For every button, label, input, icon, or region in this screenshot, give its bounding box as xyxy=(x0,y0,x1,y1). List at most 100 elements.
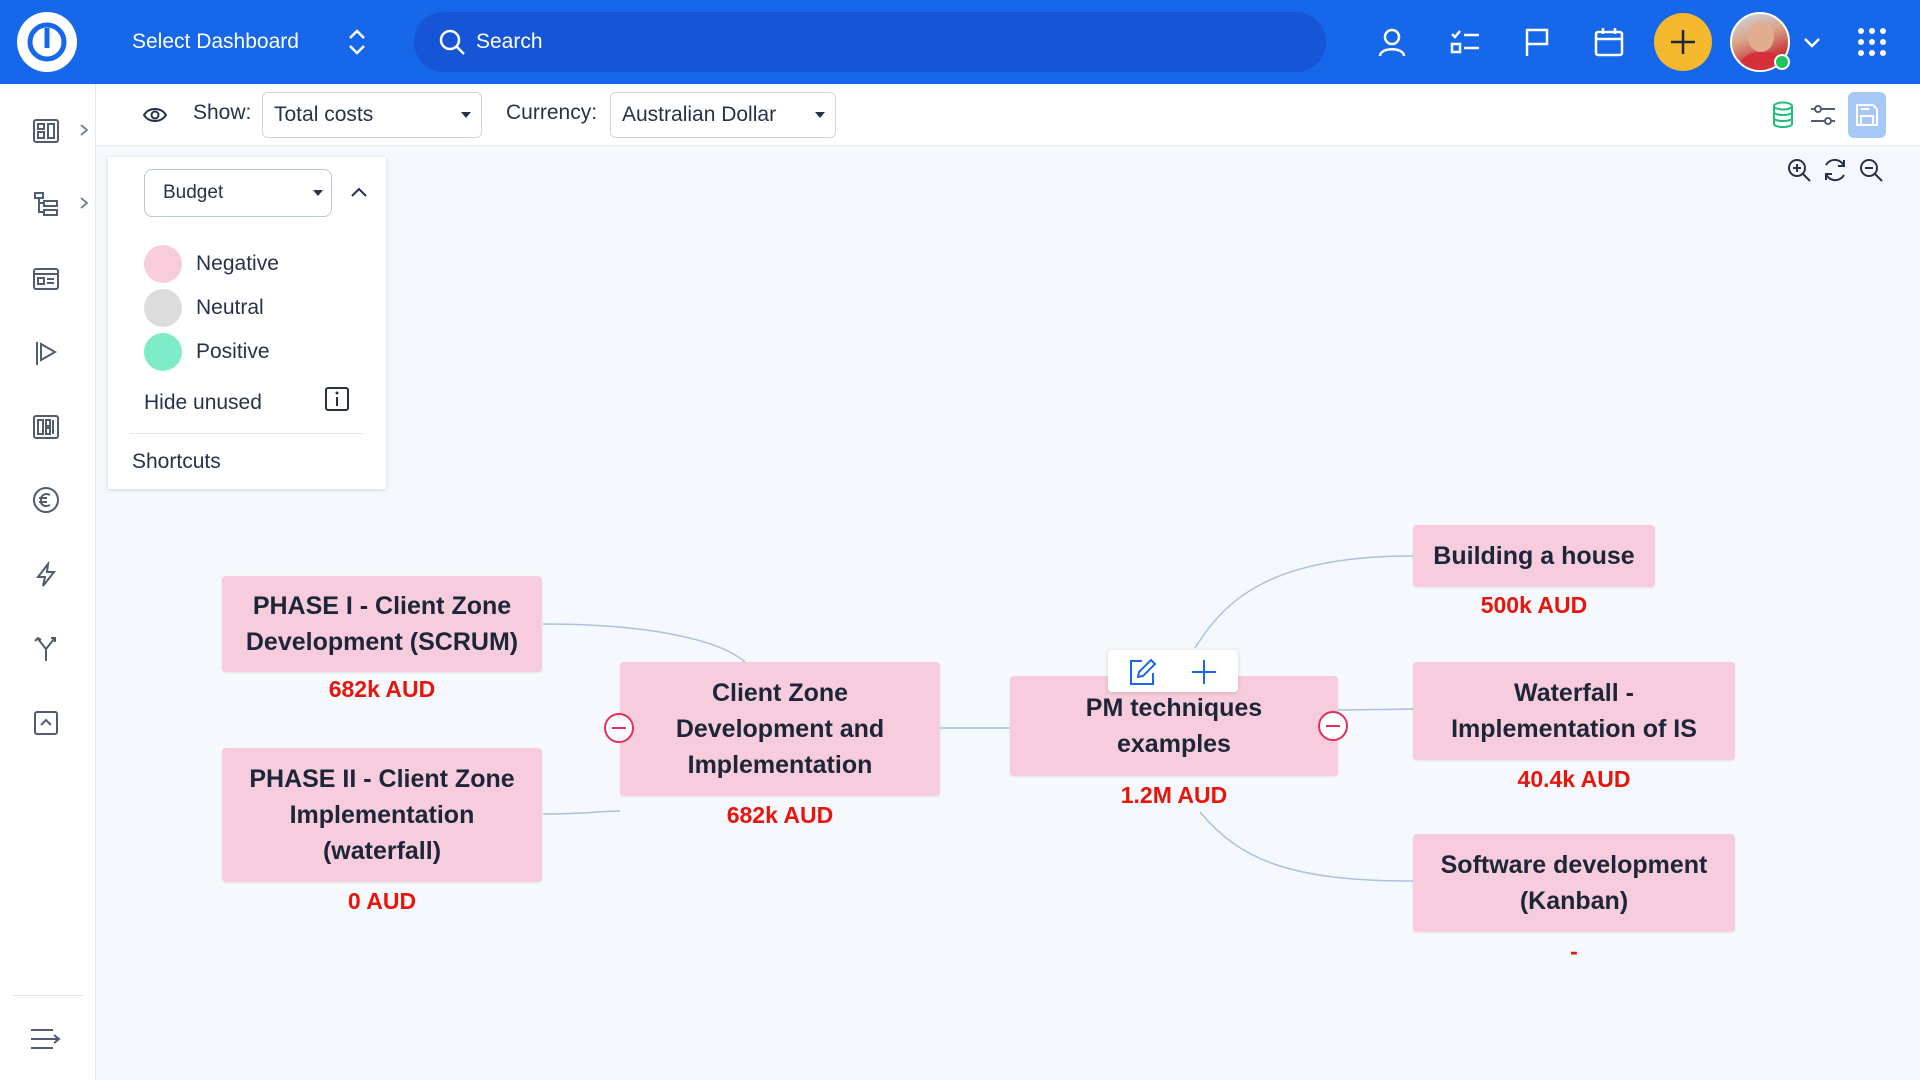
logo-icon xyxy=(27,22,67,62)
chevron-up-icon[interactable] xyxy=(348,181,370,203)
node-waterfall[interactable]: Waterfall - Implementation of IS xyxy=(1413,662,1735,760)
legend-mode-value: Budget xyxy=(163,182,224,203)
caret-down-icon xyxy=(313,190,323,196)
link-software xyxy=(1199,811,1414,882)
eye-icon[interactable] xyxy=(142,102,168,128)
node-root-line2: examples xyxy=(1117,730,1231,758)
top-bar: Select Dashboard Search xyxy=(0,0,1920,84)
save-icon xyxy=(1856,104,1878,126)
node-waterfall-value: 40.4k AUD xyxy=(1517,766,1631,792)
app-logo[interactable] xyxy=(17,12,77,72)
chevron-right-icon[interactable] xyxy=(78,122,90,138)
save-button[interactable] xyxy=(1848,92,1886,138)
collapse-left-branch-button[interactable] xyxy=(604,713,634,743)
node-client-zone-line3: Implementation xyxy=(687,751,873,779)
legend-dot-negative xyxy=(144,245,182,283)
node-phase2[interactable]: PHASE II - Client Zone Implementation (w… xyxy=(222,748,542,882)
zoom-in-icon[interactable] xyxy=(1785,156,1813,184)
report-icon xyxy=(33,415,59,439)
show-select[interactable]: Total costs xyxy=(262,92,482,138)
online-status-badge xyxy=(1774,54,1790,70)
edit-icon[interactable] xyxy=(1126,656,1158,688)
legend-panel: Budget Negative Neutral Positive Hide un… xyxy=(108,157,386,489)
legend-mode-select[interactable]: Budget xyxy=(144,169,332,217)
sliders-icon xyxy=(1811,105,1835,125)
chevron-up-box-icon xyxy=(34,711,58,735)
node-client-zone-line2: Development and xyxy=(675,715,885,743)
sidebar-expand-button[interactable] xyxy=(28,1021,64,1057)
filter-settings-button[interactable] xyxy=(1806,98,1840,132)
avatar-face xyxy=(1748,22,1774,52)
node-phase1[interactable]: PHASE I - Client Zone Development (SCRUM… xyxy=(222,576,542,672)
calendar-button[interactable] xyxy=(1591,24,1627,60)
board-icon xyxy=(33,268,59,290)
zoom-out-icon[interactable] xyxy=(1857,156,1885,184)
node-phase1-line1: PHASE I - Client Zone xyxy=(252,592,512,620)
tree-list-icon xyxy=(34,192,58,216)
show-label: Show: xyxy=(193,101,252,124)
calendar-icon xyxy=(1594,28,1624,57)
milestones-button[interactable] xyxy=(1519,24,1555,60)
node-client-zone-line1: Client Zone xyxy=(711,679,849,707)
search-input[interactable]: Search xyxy=(414,12,1326,72)
node-phase2-line3: (waterfall) xyxy=(322,837,442,865)
node-software-dev-line2: (Kanban) xyxy=(1519,887,1629,915)
tasks-button[interactable] xyxy=(1447,24,1483,60)
sidebar-item-workflow[interactable] xyxy=(28,631,64,667)
add-new-button[interactable] xyxy=(1654,13,1712,71)
sidebar-item-collapse-panel[interactable] xyxy=(28,705,64,741)
legend-label-negative: Negative xyxy=(196,252,279,275)
node-phase2-line2: Implementation xyxy=(289,801,475,829)
shortcuts-link[interactable]: Shortcuts xyxy=(132,450,221,473)
collapse-right-branch-button[interactable] xyxy=(1318,711,1348,741)
legend-item-positive: Positive xyxy=(144,333,270,371)
node-waterfall-line1: Waterfall - xyxy=(1514,679,1634,707)
caret-down-icon xyxy=(815,112,825,118)
info-icon[interactable] xyxy=(324,386,350,412)
link-phase1 xyxy=(542,623,746,663)
lightning-icon xyxy=(35,561,57,587)
currency-select[interactable]: Australian Dollar xyxy=(610,92,836,138)
node-software-dev[interactable]: Software development (Kanban) xyxy=(1413,834,1735,932)
node-phase1-line2: Development (SCRUM) xyxy=(245,628,519,656)
node-action-toolbar xyxy=(1108,650,1238,692)
user-button[interactable] xyxy=(1374,24,1410,60)
dashboard-icon xyxy=(33,119,59,143)
node-building-house[interactable]: Building a house xyxy=(1413,525,1655,587)
node-root-value: 1.2M AUD xyxy=(1120,782,1228,808)
search-placeholder: Search xyxy=(476,30,543,53)
link-house xyxy=(1194,555,1414,649)
refresh-icon[interactable] xyxy=(1821,156,1849,184)
node-client-zone[interactable]: Client Zone Development and Implementati… xyxy=(620,662,940,796)
chevron-down-icon[interactable] xyxy=(1800,30,1824,54)
node-software-dev-value: - xyxy=(1570,938,1578,964)
user-icon xyxy=(1378,28,1406,57)
sidebar-item-reports[interactable] xyxy=(28,409,64,445)
add-child-icon[interactable] xyxy=(1188,656,1220,688)
caret-down-icon xyxy=(461,112,471,118)
chevron-right-icon[interactable] xyxy=(78,195,90,211)
link-waterfall xyxy=(1337,708,1414,711)
sidebar-item-milestones[interactable] xyxy=(28,335,64,371)
sidebar-item-board[interactable] xyxy=(28,261,64,297)
chevron-updown-icon[interactable] xyxy=(342,24,372,60)
hide-unused-toggle[interactable]: Hide unused xyxy=(144,391,262,414)
mindmap-toolbar: Show: Total costs Currency: Australian D… xyxy=(96,84,1920,146)
node-root[interactable]: PM techniques examples xyxy=(1010,676,1338,776)
sidebar-item-actions[interactable] xyxy=(28,557,64,593)
sidebar-item-projects[interactable] xyxy=(28,186,64,222)
select-dashboard-button[interactable]: Select Dashboard xyxy=(132,22,299,62)
node-root-line1: PM techniques xyxy=(1085,694,1263,722)
sidebar-item-budget[interactable] xyxy=(28,482,64,518)
node-phase1-value: 682k AUD xyxy=(328,676,436,702)
database-button[interactable] xyxy=(1766,98,1800,132)
link-phase2 xyxy=(542,810,621,815)
apps-grid-icon[interactable] xyxy=(1854,24,1890,60)
node-building-house-value: 500k AUD xyxy=(1480,592,1588,618)
legend-dot-neutral xyxy=(144,289,182,327)
show-select-value: Total costs xyxy=(274,103,374,126)
legend-dot-positive xyxy=(144,333,182,371)
select-dashboard-label: Select Dashboard xyxy=(132,30,299,53)
sidebar-item-dashboard[interactable] xyxy=(28,113,64,149)
sidebar xyxy=(0,84,96,1080)
